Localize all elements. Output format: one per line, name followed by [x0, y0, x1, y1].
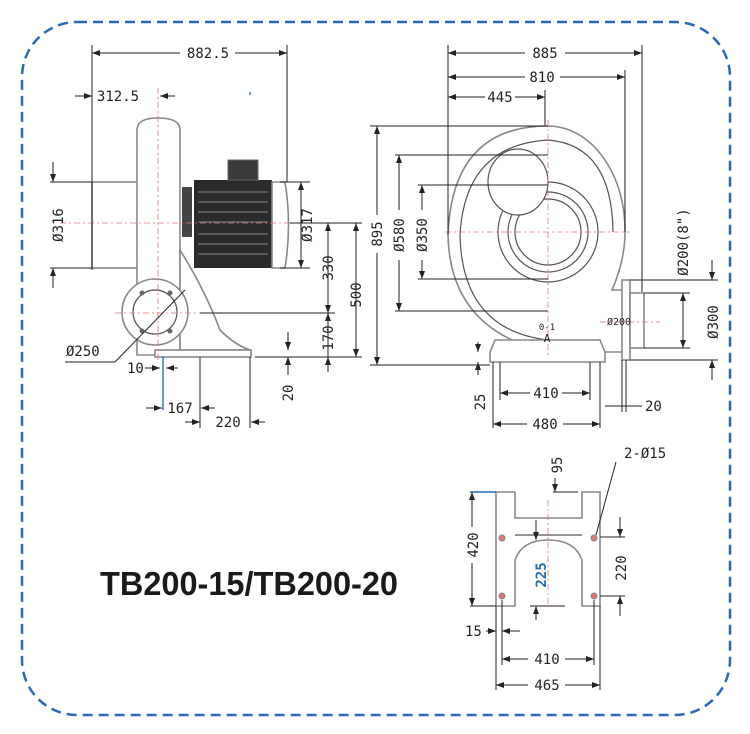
- motor-body: [194, 180, 272, 268]
- dim-480: 480: [532, 417, 557, 433]
- dim-410-base: 410: [534, 652, 559, 668]
- model-title: TB200-15/TB200-20: [100, 565, 398, 602]
- dim-25: 25: [473, 394, 489, 411]
- dim-250: Ø250: [66, 344, 100, 360]
- dim-300: Ø300: [706, 305, 722, 339]
- dim-882-5: 882.5: [187, 46, 229, 62]
- dim-95: 95: [550, 457, 566, 474]
- label-holes: 2-Ø15: [624, 446, 666, 462]
- mount-hole: [590, 592, 598, 600]
- motor-fan-cover: [271, 181, 290, 269]
- mount-hole: [498, 592, 506, 600]
- dim-895: 895: [370, 221, 386, 246]
- dim-580: Ø580: [392, 218, 408, 252]
- dim-885: 885: [532, 46, 557, 62]
- dim-420: 420: [466, 532, 482, 557]
- marking-code: 0-1: [539, 323, 555, 333]
- dim-220-base: 220: [614, 555, 630, 580]
- dim-317: Ø317: [300, 208, 316, 242]
- dim-170: 170: [321, 325, 337, 350]
- base-view: 95 2-Ø15 420 225 220 15 410 465: [465, 446, 666, 694]
- dashed-border: [20, 20, 732, 717]
- support-bracket: [179, 247, 251, 351]
- dim-10: 10: [127, 361, 144, 377]
- mount-hole: [498, 534, 506, 542]
- front-base: [489, 339, 606, 363]
- front-view: Ø200 0-1 A 885 810 445 895 Ø580 Ø350 Ø20…: [370, 45, 722, 433]
- terminal-box: [227, 159, 259, 181]
- dim-316: Ø316: [51, 208, 67, 242]
- motor-silhouette: [487, 148, 549, 216]
- marking-letter: A: [544, 332, 551, 345]
- dim-220: 220: [215, 415, 240, 431]
- base-plate: [154, 349, 252, 358]
- motor-coupling: [182, 187, 192, 237]
- dim-200-8in: Ø200(8"): [676, 208, 692, 275]
- base-footprint: [495, 491, 601, 607]
- dim-312-5: 312.5: [97, 89, 139, 105]
- dim-410-front: 410: [533, 386, 558, 402]
- dim-330: 330: [321, 255, 337, 280]
- dim-167: 167: [167, 401, 192, 417]
- dim-20: 20: [281, 385, 297, 402]
- dim-350: Ø350: [415, 218, 431, 252]
- dim-15: 15: [465, 624, 482, 640]
- dim-225: 225: [534, 562, 550, 587]
- dim-465: 465: [534, 678, 559, 694]
- outlet-duct: [629, 292, 645, 349]
- dim-810: 810: [529, 70, 554, 86]
- dim-20-flange: 20: [645, 399, 662, 415]
- mount-hole: [590, 534, 598, 542]
- side-view: 882.5 312.5 Ø316 Ø317 330 170 500 20 Ø25…: [50, 45, 365, 431]
- inlet-duct: [91, 181, 139, 269]
- dim-500: 500: [349, 282, 365, 307]
- dim-445: 445: [487, 90, 512, 106]
- label-outlet-200: Ø200: [607, 316, 631, 328]
